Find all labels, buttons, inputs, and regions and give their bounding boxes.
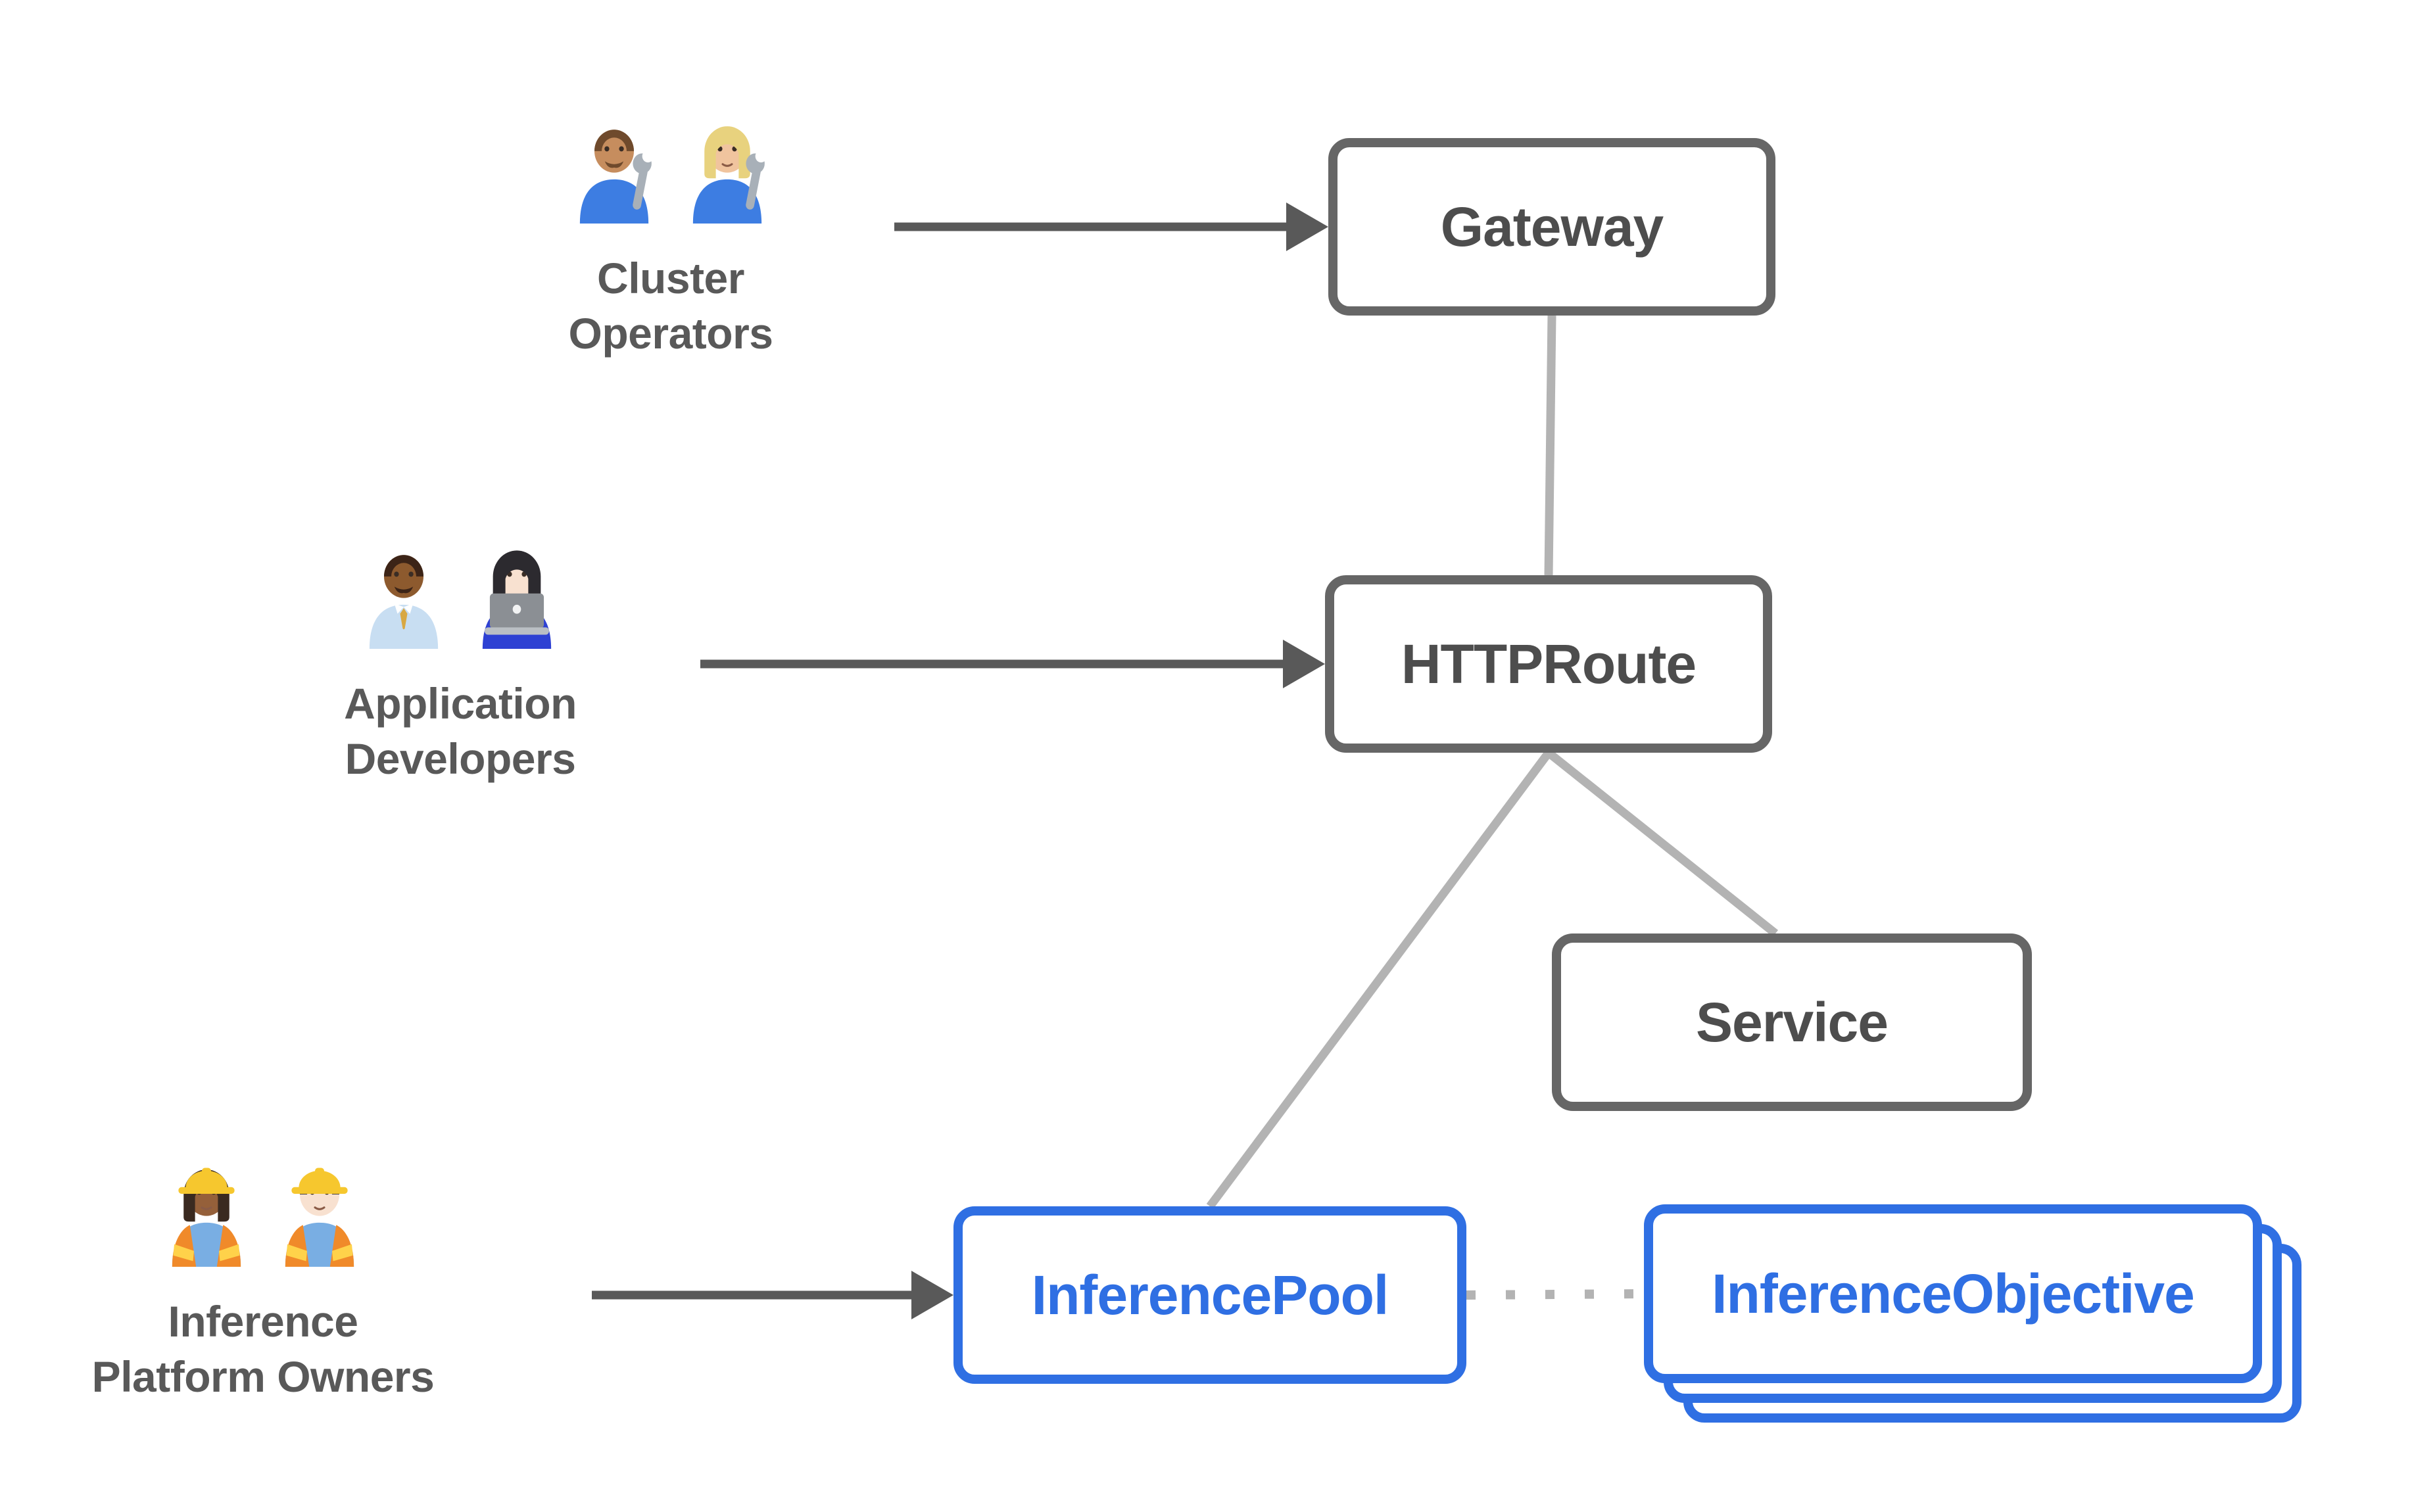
man-construction-worker-emoji: [268, 1154, 372, 1267]
actor-label-line: Inference: [168, 1297, 358, 1346]
gateway-node: Gateway: [1328, 138, 1775, 316]
actor-cluster-operators: Cluster Operators: [441, 110, 901, 362]
woman-technologist-emoji: [465, 536, 569, 649]
man-mechanic-emoji: [562, 110, 666, 224]
inference-platform-owners-label: Inference Platform Owners: [33, 1294, 493, 1405]
actor-inference-platform-owners: Inference Platform Owners: [33, 1154, 493, 1405]
woman-construction-worker-emoji: [155, 1154, 258, 1267]
httproute-label: HTTPRoute: [1401, 632, 1697, 695]
actor-label-line: Developers: [345, 734, 576, 783]
inferenceobjective-node: InferenceObjective: [1644, 1204, 2262, 1383]
inferencepool-label: InferencePool: [1031, 1264, 1389, 1326]
man-office-worker-emoji: [352, 536, 456, 649]
actor-label-line: Application: [344, 679, 577, 728]
gateway-label: Gateway: [1440, 195, 1664, 258]
actor-label-line: Platform Owners: [91, 1352, 435, 1401]
woman-mechanic-emoji: [675, 110, 779, 224]
inference-platform-owners-emoji-row: [33, 1154, 493, 1267]
inferencepool-node: InferencePool: [953, 1206, 1466, 1384]
httproute-node: HTTPRoute: [1325, 575, 1772, 753]
cluster-operators-label: Cluster Operators: [441, 251, 901, 362]
cluster-operators-emoji-row: [441, 110, 901, 224]
application-developers-emoji-row: [230, 536, 690, 649]
actor-application-developers: Application Developers: [230, 536, 690, 787]
service-label: Service: [1696, 991, 1889, 1053]
service-node: Service: [1552, 933, 2032, 1111]
inferenceobjective-label: InferenceObjective: [1712, 1262, 2195, 1325]
application-developers-label: Application Developers: [230, 676, 690, 787]
actor-label-line: Cluster: [597, 254, 744, 302]
actor-label-line: Operators: [568, 308, 773, 358]
